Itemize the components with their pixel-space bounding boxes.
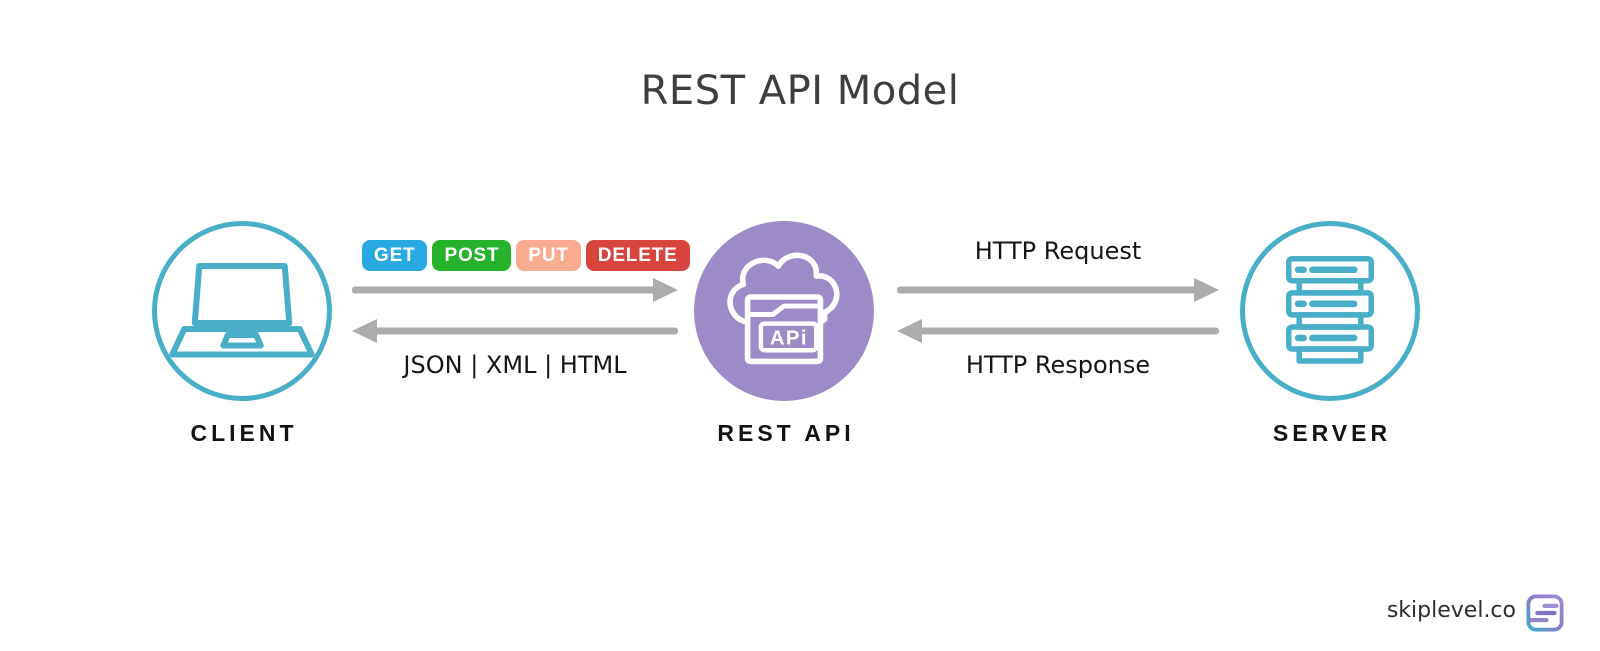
response-format-label: JSON | XML | HTML: [403, 351, 627, 379]
arrow-api-to-client: [352, 319, 678, 343]
method-badge-put: PUT: [516, 240, 581, 271]
skiplevel-logo-icon: [1526, 594, 1564, 632]
rest-api-label: REST API: [717, 420, 855, 446]
arrow-server-to-api: [897, 319, 1219, 343]
method-badge-get: GET: [362, 240, 428, 271]
laptop-icon: [169, 263, 315, 358]
arrow-api-to-server: [897, 278, 1219, 302]
http-response-label: HTTP Response: [965, 351, 1151, 379]
method-badge-post: POST: [432, 240, 512, 271]
http-methods-row: GET POST PUT DELETE: [362, 240, 690, 271]
api-cloud-icon: APi: [727, 252, 840, 365]
brand-name: skiplevel.co: [1386, 598, 1516, 623]
http-request-label: HTTP Request: [974, 237, 1142, 265]
server-icon: [1286, 256, 1374, 364]
arrow-client-to-api: [352, 278, 678, 302]
api-icon-text: APi: [770, 328, 808, 350]
client-node-circle: [152, 221, 332, 401]
server-node-circle: [1240, 221, 1420, 401]
method-badge-delete: DELETE: [585, 240, 690, 271]
page-title: REST API Model: [640, 68, 960, 114]
rest-api-node-circle: APi: [694, 221, 874, 401]
server-label: SERVER: [1272, 420, 1392, 446]
client-label: CLIENT: [190, 420, 298, 446]
